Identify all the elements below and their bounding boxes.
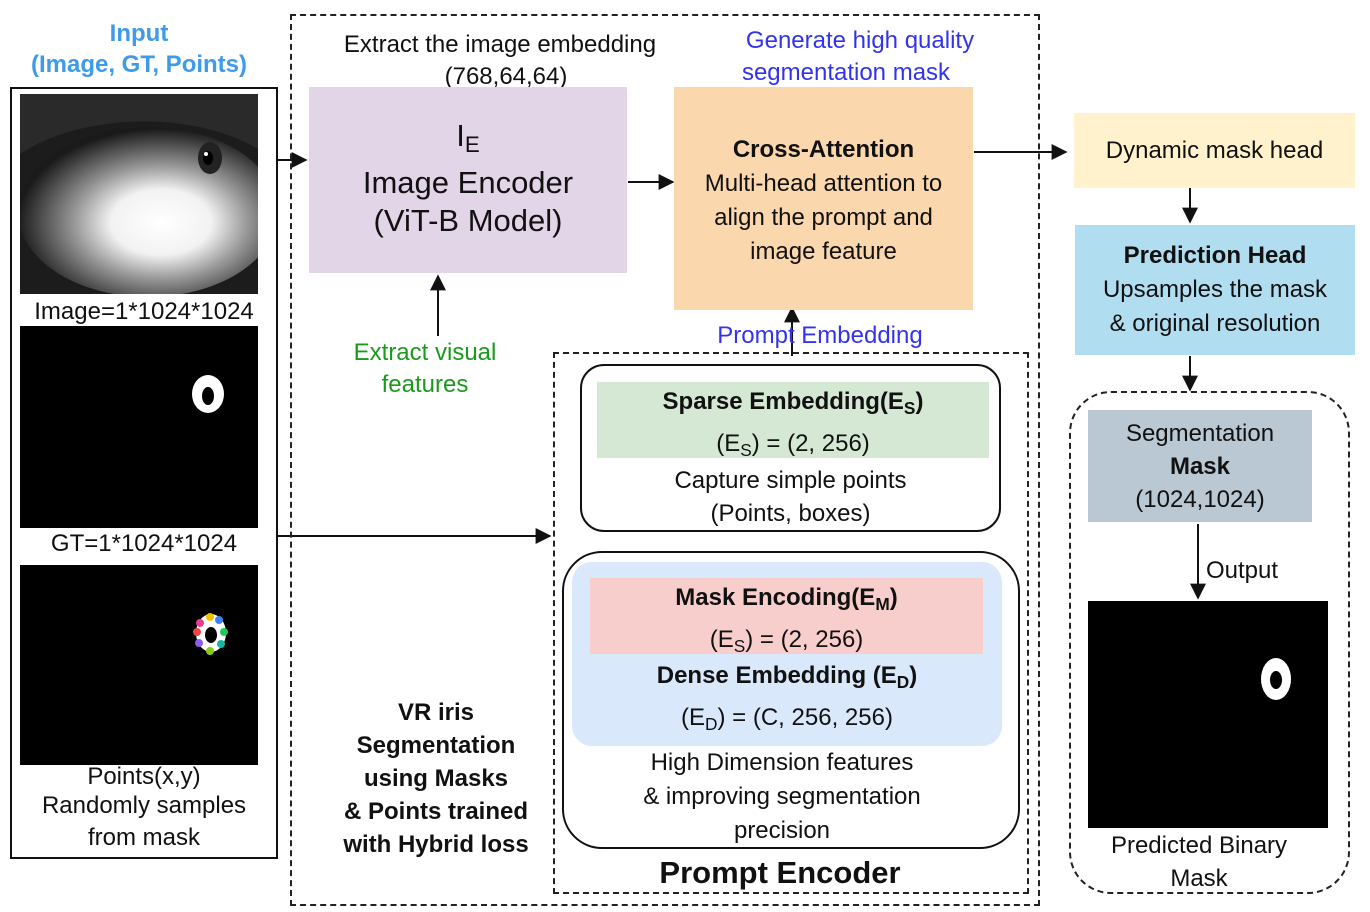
image-encoder-symbol-sub: E [464,132,480,158]
high-quality-note-line2: segmentation mask [741,59,951,86]
sparse-embedding-formula: (ES) = (2, 256) [597,426,989,468]
mask-encoding-title: Mask Encoding(EM) [590,580,983,622]
segmentation-mask-box: Segmentation Mask (1024,1024) [1088,410,1312,522]
mask-title-end: ) [889,584,898,611]
mask-formula-pre: (E [709,625,734,653]
eye-image [20,94,258,294]
points-desc-line1: Randomly samples [41,792,247,819]
sparse-desc-line1: Capture simple points [674,467,907,494]
dynamic-mask-head-label: Dynamic mask head [1105,137,1324,164]
image-size-label: Image=1*1024*1024 [34,298,254,325]
prediction-head-line2: & original resolution [1109,310,1321,337]
sparse-formula-sub: S [740,439,752,460]
high-quality-note: Generate high quality segmentation mask [680,25,1000,89]
prompt-encoder-title: Prompt Encoder [659,855,901,890]
dense-title-end: ) [909,662,918,689]
seg-mask-line1: Segmentation [1125,420,1275,447]
sparse-embedding-desc: Capture simple points (Points, boxes) [580,464,1001,530]
dense-desc-line3: precision [733,817,831,844]
caption-line1: VR iris [397,699,475,726]
sparse-embedding-title: Sparse Embedding(ES) [597,384,989,426]
points-image [20,565,258,765]
sparse-title-end: ) [915,388,924,415]
prediction-head-title: Prediction Head [1123,242,1307,269]
dense-embedding-desc: High Dimension features & improving segm… [562,746,1002,848]
input-title-line2: (Image, GT, Points) [30,51,248,78]
dense-desc-line2: & improving segmentation [643,783,921,810]
input-title-line1: Input [109,20,169,47]
cross-attention-line1: Multi-head attention to [704,170,943,197]
image-encoder-symbol-main: I [456,118,465,153]
seg-mask-line2: Mask [1169,453,1231,480]
sparse-title-sub: S [903,397,916,418]
dense-formula-post: ) = (C, 256, 256) [717,703,893,731]
main-model-frame [290,14,1040,906]
cross-attention-line2: align the prompt and [714,204,933,231]
input-title: Input (Image, GT, Points) [0,18,278,80]
dense-embedding-formula: (ED) = (C, 256, 256) [572,700,1002,742]
extract-visual-line2: features [381,371,469,398]
sparse-formula-post: ) = (2, 256) [751,429,870,457]
dense-title-text: Dense Embedding (E [656,662,897,689]
pred-line1: Predicted Binary [1110,832,1288,859]
image-encoder-line1: Image Encoder [362,165,574,201]
sparse-formula-pre: (E [716,429,741,457]
dense-formula-pre: (E [681,703,706,731]
dense-title-sub: D [896,671,910,692]
dense-desc-line1: High Dimension features [650,749,914,776]
predicted-mask-image [1088,601,1328,828]
mask-title-text: Mask Encoding(E [675,584,876,611]
image-encoder-symbol: IE [309,117,627,164]
points-desc-line2: from mask [87,824,200,851]
cross-attention-title: Cross-Attention [732,136,915,163]
points-label: Points(x,y) Randomly samples from mask [10,764,278,854]
seg-mask-line3: (1024,1024) [1135,486,1265,513]
gt-size-label: GT=1*1024*1024 [50,530,238,557]
output-label: Output [1206,557,1279,584]
extract-visual-features-note: Extract visual features [310,337,540,401]
prediction-head-box: Prediction Head Upsamples the mask & ori… [1075,225,1355,355]
mask-encoding-formula: (ES) = (2, 256) [590,622,983,664]
sparse-embedding-panel [580,364,1001,532]
input-panel [10,87,278,859]
gt-mask-image [20,326,258,528]
output-frame [1069,391,1350,894]
image-embedding-note-line2: (768,64,64) [444,63,568,90]
image-embedding-note-line1: Extract the image embedding [343,31,657,58]
prompt-encoder-frame [553,352,1029,894]
caption-line4: & Points trained [343,798,529,825]
cross-attention-line3: image feature [750,238,897,265]
caption-line5: with Hybrid loss [343,831,529,858]
sparse-desc-line2: (Points, boxes) [710,500,871,527]
pred-line2: Mask [1170,865,1228,892]
high-quality-note-line1: Generate high quality [745,27,975,54]
dynamic-mask-head-box: Dynamic mask head [1074,113,1355,188]
dense-formula-sub: D [705,713,718,734]
image-encoder-line2: (ViT-B Model) [373,203,563,239]
extract-visual-line1: Extract visual [353,339,497,366]
method-caption: VR iris Segmentation using Masks & Point… [318,696,554,861]
mask-formula-sub: S [733,635,746,656]
sparse-embedding-box: Sparse Embedding(ES) (ES) = (2, 256) [597,382,989,460]
prompt-embedding-label: Prompt Embedding [717,322,923,349]
predicted-mask-label: Predicted Binary Mask [1069,829,1329,895]
cross-attention-box: Cross-Attention Multi-head attention to … [674,87,973,310]
mask-formula-post: ) = (2, 256) [745,625,864,653]
prediction-head-line1: Upsamples the mask [1102,276,1328,303]
caption-line2: Segmentation [356,732,516,759]
points-label-line: Points(x,y) [87,763,201,790]
caption-line3: using Masks [363,765,509,792]
mask-title-sub: M [875,593,890,614]
sparse-title-text: Sparse Embedding(E [662,388,904,415]
mask-encoding-box: Mask Encoding(EM) (ES) = (2, 256) [590,578,983,656]
dense-embedding-title: Dense Embedding (ED) [572,658,1002,700]
dense-embedding-panel [562,551,1020,849]
image-embedding-note: Extract the image embedding (768,64,64) [300,29,700,93]
image-encoder-box: IE Image Encoder (ViT-B Model) [309,87,627,273]
